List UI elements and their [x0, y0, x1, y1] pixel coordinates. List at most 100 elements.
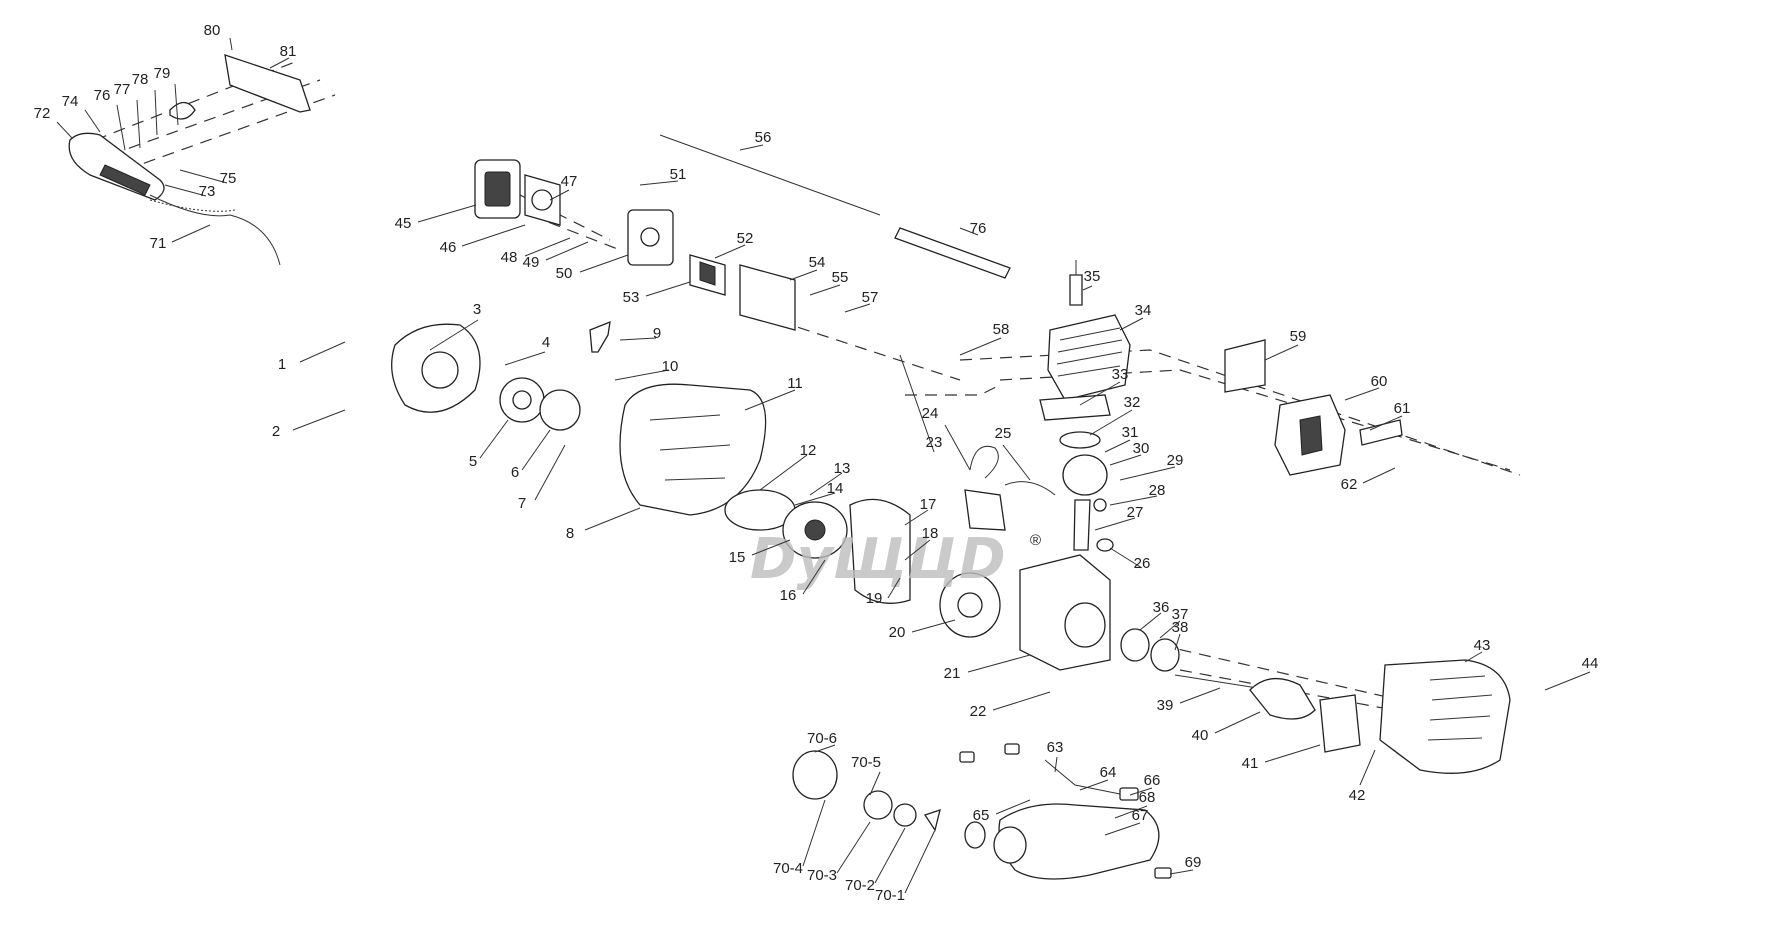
part-label-54: 54 — [809, 254, 826, 271]
leader-line — [1362, 467, 1396, 484]
leader-line — [1089, 409, 1133, 436]
part-label-60: 60 — [1371, 373, 1388, 390]
part-label-81: 81 — [280, 43, 297, 60]
leader-line — [619, 337, 657, 341]
leader-line — [794, 492, 836, 506]
handle-assembly — [68, 54, 311, 266]
leader-line — [992, 691, 1051, 711]
crankcase — [1019, 554, 1180, 672]
part-label-26: 26 — [1134, 555, 1151, 572]
part-label-36: 36 — [1153, 599, 1170, 616]
part-label-50: 50 — [556, 265, 573, 282]
leader-line — [1119, 466, 1176, 481]
leader-line — [549, 189, 570, 201]
part-label-48: 48 — [501, 249, 518, 266]
leader-line — [84, 109, 101, 133]
leader-line — [1104, 822, 1141, 836]
part-label-28: 28 — [1149, 482, 1166, 499]
part-label-8: 8 — [566, 525, 574, 542]
leader-line — [1109, 495, 1158, 506]
leader-line — [1082, 285, 1093, 291]
leader-line — [1104, 439, 1131, 453]
part-label-53: 53 — [623, 289, 640, 306]
part-label-78: 78 — [132, 71, 149, 88]
part-label-63: 63 — [1047, 739, 1064, 756]
part-label-70-1: 70-1 — [875, 887, 905, 904]
part-label-32: 32 — [1124, 394, 1141, 411]
part-label-62: 62 — [1341, 476, 1358, 493]
leader-line — [1264, 344, 1299, 361]
leader-line — [645, 281, 691, 297]
leader-line — [461, 224, 526, 247]
leader-line — [714, 244, 746, 259]
leader-line — [1214, 711, 1261, 734]
leader-line — [904, 539, 931, 561]
part-label-70-2: 70-2 — [845, 877, 875, 894]
leader-line — [899, 354, 935, 453]
part-label-57: 57 — [862, 289, 879, 306]
part-label-10: 10 — [662, 358, 679, 375]
leader-line — [1169, 869, 1194, 875]
part-label-55: 55 — [832, 269, 849, 286]
leader-line — [116, 104, 126, 151]
leader-line — [579, 254, 629, 273]
leader-line — [1369, 415, 1403, 431]
leader-line — [56, 121, 73, 139]
part-label-59: 59 — [1290, 328, 1307, 345]
part-label-45: 45 — [395, 215, 412, 232]
leader-line — [299, 341, 346, 363]
leader-line — [904, 829, 936, 894]
leader-line — [1359, 749, 1376, 786]
part-label-22: 22 — [970, 703, 987, 720]
part-label-21: 21 — [944, 665, 961, 682]
leader-line — [809, 284, 841, 296]
part-label-9: 9 — [653, 325, 661, 342]
part-label-69: 69 — [1185, 854, 1202, 871]
leader-line — [802, 559, 826, 595]
leader-line — [429, 319, 479, 351]
leader-line — [179, 169, 228, 184]
part-label-4: 4 — [542, 334, 550, 351]
leader-line — [904, 509, 929, 526]
assembly-guide-lines — [94, 59, 1521, 716]
part-label-76: 76 — [94, 87, 111, 104]
part-label-34: 34 — [1135, 302, 1152, 319]
leader-line — [229, 37, 233, 51]
leader-line — [959, 227, 979, 236]
part-label-3: 3 — [473, 301, 481, 318]
leader-line — [639, 180, 679, 186]
throttle-cable — [659, 134, 1011, 279]
svg-text:®: ® — [1030, 532, 1041, 549]
cylinder-and-piston — [1039, 260, 1131, 552]
part-label-1: 1 — [278, 356, 286, 373]
part-label-11: 11 — [787, 375, 803, 392]
leader-line — [1139, 612, 1162, 631]
part-label-75: 75 — [220, 170, 237, 187]
part-label-56: 56 — [755, 129, 772, 146]
leader-line — [1264, 744, 1321, 763]
leader-line — [1114, 805, 1148, 819]
leader-line — [292, 409, 346, 431]
leader-line — [1109, 454, 1142, 466]
leader-line — [136, 99, 141, 149]
leader-line — [1119, 317, 1144, 331]
part-label-58: 58 — [993, 321, 1010, 338]
part-label-33: 33 — [1112, 366, 1129, 383]
leader-line — [744, 389, 796, 411]
part-label-74: 74 — [62, 93, 79, 110]
part-label-49: 49 — [523, 254, 540, 271]
part-label-16: 16 — [780, 587, 797, 604]
part-label-72: 72 — [34, 105, 51, 122]
part-label-12: 12 — [800, 442, 817, 459]
part-label-18: 18 — [922, 525, 939, 542]
drive-housing — [1174, 659, 1511, 774]
part-label-70-6: 70-6 — [807, 730, 837, 747]
part-label-29: 29 — [1167, 452, 1184, 469]
part-label-41: 41 — [1242, 755, 1259, 772]
muffler — [1224, 339, 1403, 476]
leader-line — [1464, 651, 1483, 663]
part-label-13: 13 — [834, 460, 851, 477]
leader-line — [1159, 620, 1181, 639]
watermark: DyЩЦD ® — [750, 527, 1041, 592]
part-label-70-5: 70-5 — [851, 754, 881, 771]
